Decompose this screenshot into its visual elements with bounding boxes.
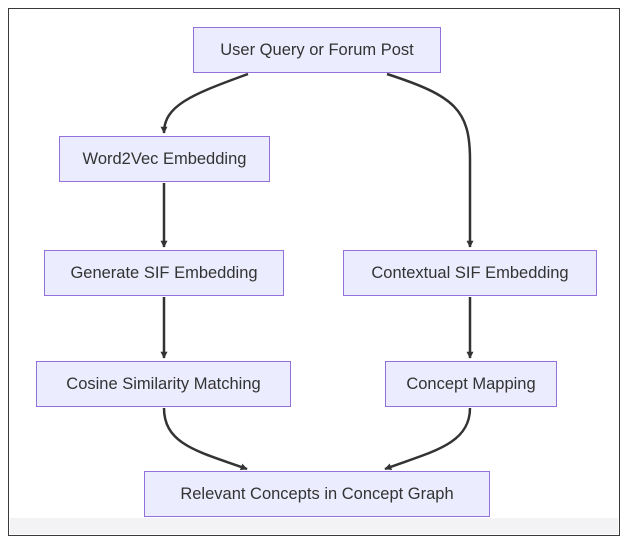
node-concept-mapping: Concept Mapping [385,361,557,407]
node-generate-sif-embedding-label: Generate SIF Embedding [70,263,258,282]
edge-mapping-to-relevant [384,407,472,471]
node-cosine-similarity-matching: Cosine Similarity Matching [36,361,291,407]
node-concept-mapping-label: Concept Mapping [406,374,536,393]
node-word2vec-embedding-label: Word2Vec Embedding [82,149,247,168]
edge-cosine-to-relevant [162,407,248,471]
node-contextual-sif-embedding: Contextual SIF Embedding [343,250,597,296]
edge-query-to-ctxsif [386,72,474,248]
node-contextual-sif-embedding-label: Contextual SIF Embedding [371,263,569,282]
node-user-query: User Query or Forum Post [193,27,441,73]
node-cosine-similarity-matching-label: Cosine Similarity Matching [66,374,261,393]
node-relevant-concepts: Relevant Concepts in Concept Graph [144,471,490,517]
frame-bottom-strip [10,518,618,534]
node-generate-sif-embedding: Generate SIF Embedding [44,250,284,296]
node-relevant-concepts-label: Relevant Concepts in Concept Graph [180,484,454,503]
edge-query-to-w2v [160,72,249,134]
node-word2vec-embedding: Word2Vec Embedding [59,136,270,182]
node-user-query-label: User Query or Forum Post [220,40,414,59]
